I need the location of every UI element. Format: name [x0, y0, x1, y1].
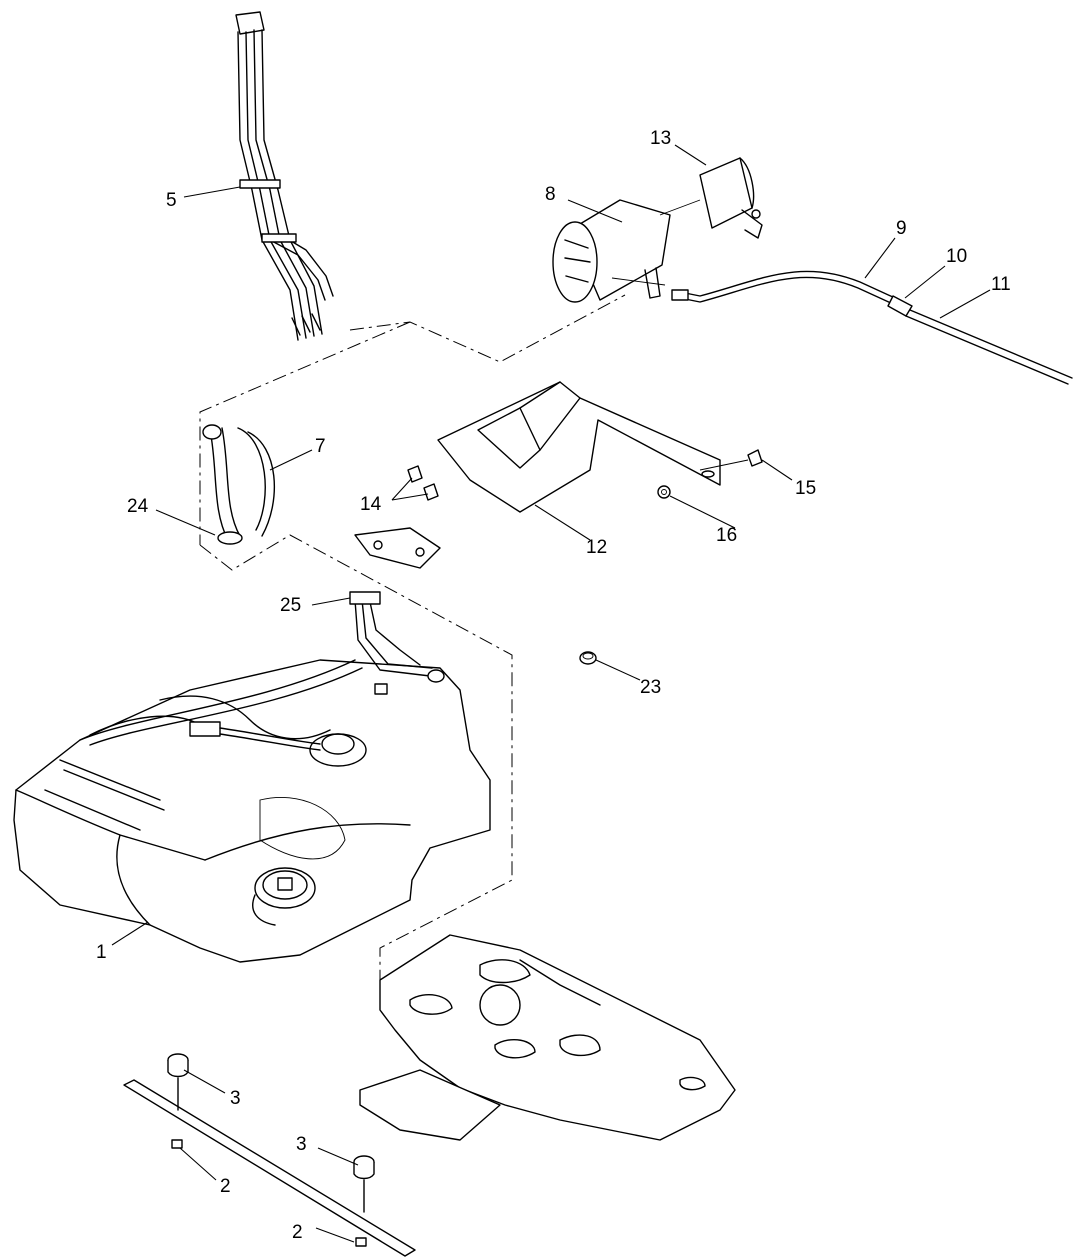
callout-23: 23 — [640, 677, 661, 698]
callout-11: 11 — [991, 274, 1011, 295]
callout-leaders — [111, 144, 991, 1243]
callout-1: 1 — [96, 942, 107, 963]
vent-tube[interactable] — [671, 270, 1073, 385]
callout-24: 24 — [127, 496, 149, 517]
canister-strap[interactable] — [659, 157, 763, 239]
phantom-lines — [199, 294, 626, 985]
canister-bracket[interactable] — [437, 381, 721, 513]
fuel-line-bundle[interactable] — [235, 11, 334, 341]
callout-13: 13 — [650, 128, 671, 149]
mounting-strip[interactable] — [123, 1079, 416, 1257]
callout-25: 25 — [280, 595, 301, 616]
grommet[interactable] — [579, 651, 597, 665]
callout-16: 16 — [716, 525, 737, 546]
callout-12: 12 — [586, 537, 607, 558]
bumper-2[interactable] — [353, 1155, 375, 1247]
vent-hose[interactable] — [202, 424, 276, 545]
callout-15: 15 — [795, 478, 816, 499]
callout-2a: 2 — [220, 1176, 231, 1197]
callout-9: 9 — [896, 218, 907, 239]
charcoal-canister[interactable] — [552, 199, 671, 303]
callout-8: 8 — [545, 184, 556, 205]
fuel-tank[interactable] — [13, 591, 491, 963]
callout-3b: 3 — [296, 1134, 307, 1155]
callout-7: 7 — [315, 436, 326, 457]
callout-3a: 3 — [230, 1088, 241, 1109]
fasteners[interactable] — [407, 449, 763, 501]
callout-10: 10 — [946, 246, 967, 267]
callout-2b: 2 — [292, 1222, 303, 1243]
callout-labels: 1 2 2 3 3 5 7 8 9 10 11 12 13 14 15 16 2… — [96, 128, 1011, 1243]
bracket-plate[interactable] — [354, 527, 441, 569]
frame-base-plate[interactable] — [359, 934, 736, 1141]
callout-5: 5 — [166, 190, 177, 211]
bumper-1[interactable] — [167, 1053, 189, 1149]
callout-14: 14 — [360, 494, 382, 515]
